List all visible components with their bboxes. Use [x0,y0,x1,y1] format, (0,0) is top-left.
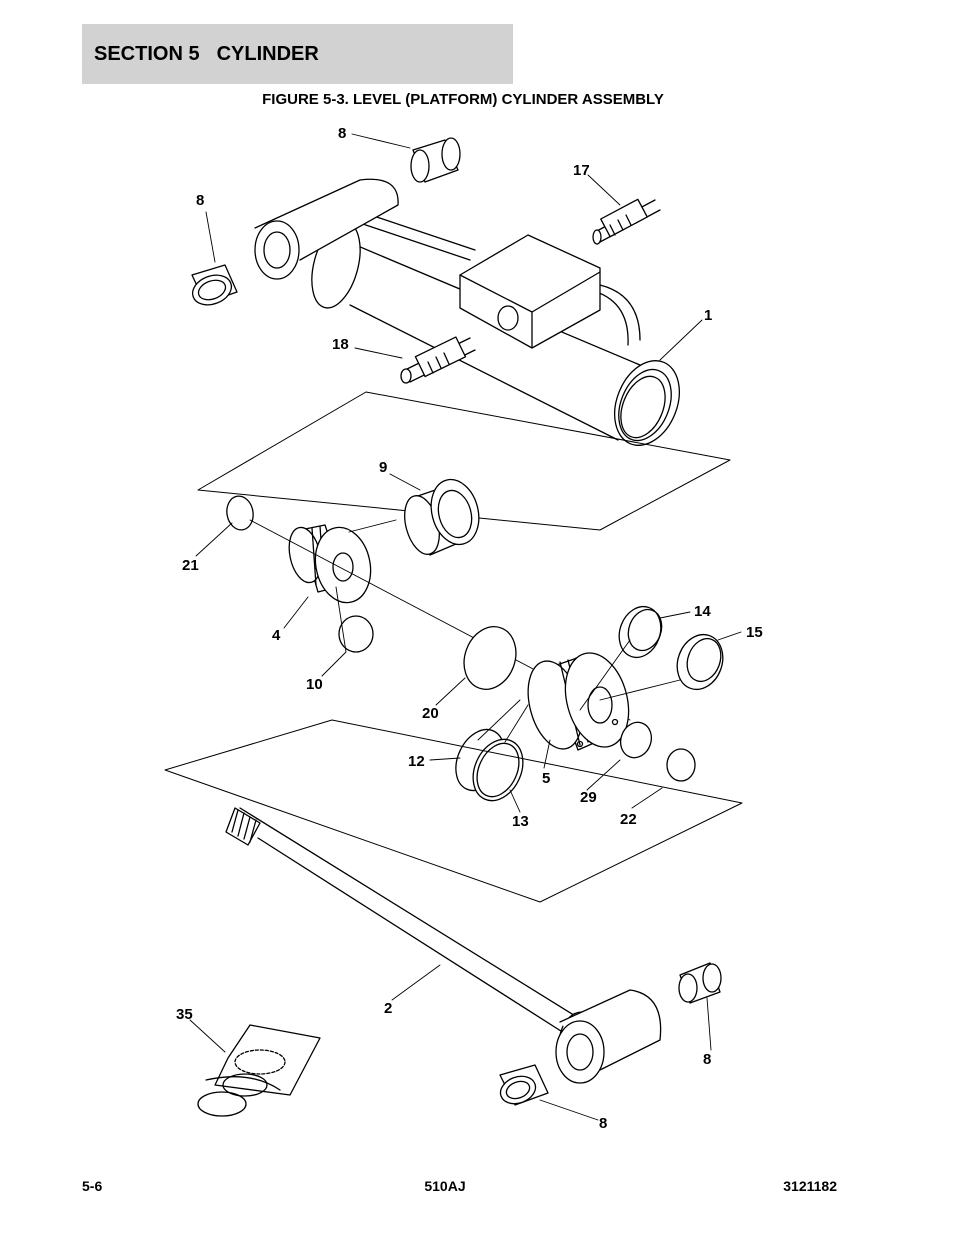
callout-8-right: 8 [703,1051,711,1068]
callout-14: 14 [694,603,711,620]
seal-9 [404,478,480,556]
bushing-top-right [410,137,461,183]
model-number: 510AJ [424,1178,466,1194]
o-ring-10 [338,615,374,653]
callout-20: 20 [422,705,439,722]
cylinder-barrel [254,178,680,446]
callout-4: 4 [272,627,281,644]
section-header: SECTION 5 CYLINDER [82,24,513,84]
callout-1: 1 [704,307,712,324]
callout-15: 15 [746,624,763,641]
callout-8-bottom: 8 [599,1115,607,1132]
bushing-bottom-left [499,1064,549,1106]
section-title: CYLINDER [216,42,319,65]
callout-8-left: 8 [196,192,204,209]
piston-rod-2 [225,807,662,1084]
callout-21: 21 [182,557,199,574]
snap-ring-21 [226,495,254,531]
assembly-plane-lower [164,719,743,903]
seal-15 [676,633,724,691]
callout-29: 29 [580,789,597,806]
bushing-top-left [191,264,238,306]
o-ring-20 [463,626,517,690]
page-number: 5-6 [82,1178,103,1194]
section-number: SECTION 5 [94,42,200,65]
piston-5 [527,652,630,751]
leader-lines [189,133,742,1121]
cylinder-head-4 [288,524,372,604]
figure-title: FIGURE 5-3. LEVEL (PLATFORM) CYLINDER AS… [262,91,664,108]
callout-2: 2 [384,1000,392,1017]
bushing-bottom-right [678,962,722,1004]
snap-ring-29 [619,721,653,759]
o-ring-22 [666,748,696,782]
callout-13: 13 [512,813,529,830]
callout-22: 22 [620,811,637,828]
callout-12: 12 [408,753,425,770]
callout-5: 5 [542,770,550,787]
callout-8-top: 8 [338,125,346,142]
callout-9: 9 [379,459,387,476]
callout-35: 35 [176,1006,193,1023]
callout-18: 18 [332,336,349,353]
callout-10: 10 [306,676,323,693]
callout-17: 17 [573,162,590,179]
valve-cartridge-17 [592,198,661,245]
wear-ring-14 [618,605,663,659]
valve-cartridge-18 [400,336,476,384]
document-number: 3121182 [783,1178,837,1194]
seal-kit-35 [197,1024,321,1117]
